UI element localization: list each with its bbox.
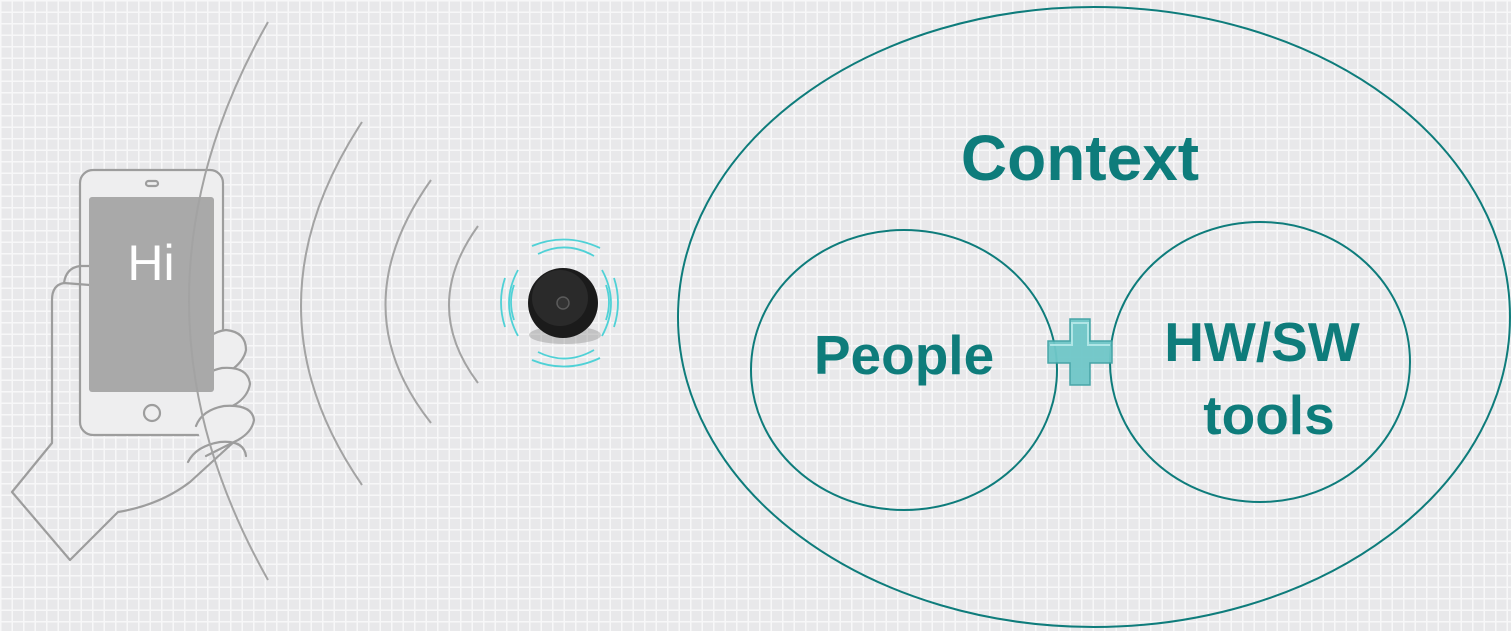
finger-4 xyxy=(186,440,248,464)
wave-arc-1 xyxy=(188,21,269,581)
signal-waves xyxy=(188,21,479,581)
phone-screen xyxy=(89,197,214,392)
hw-sw-label: HW/SW xyxy=(1164,311,1360,373)
wave-arc-2 xyxy=(300,121,363,486)
context-outer-ellipse xyxy=(677,6,1511,628)
wave-arc-3 xyxy=(384,179,432,424)
finger-3 xyxy=(194,404,256,458)
wave-arc-4 xyxy=(448,225,479,384)
tools-label: tools xyxy=(1203,384,1334,446)
people-circle xyxy=(750,229,1058,511)
phone-screen-text: Hi xyxy=(127,235,174,291)
context-label: Context xyxy=(961,122,1199,194)
beacon-signal-rings xyxy=(500,238,619,368)
hand-outline xyxy=(10,281,238,562)
phone-home-button xyxy=(142,403,162,423)
context-diagram: Context People HW/SW tools xyxy=(677,6,1511,628)
people-label: People xyxy=(814,324,994,386)
plus-icon xyxy=(1047,318,1113,386)
phone-earpiece xyxy=(144,179,160,188)
hand-thumb xyxy=(62,264,92,285)
beacon-center-icon xyxy=(556,296,570,310)
beacon-device xyxy=(500,238,619,368)
